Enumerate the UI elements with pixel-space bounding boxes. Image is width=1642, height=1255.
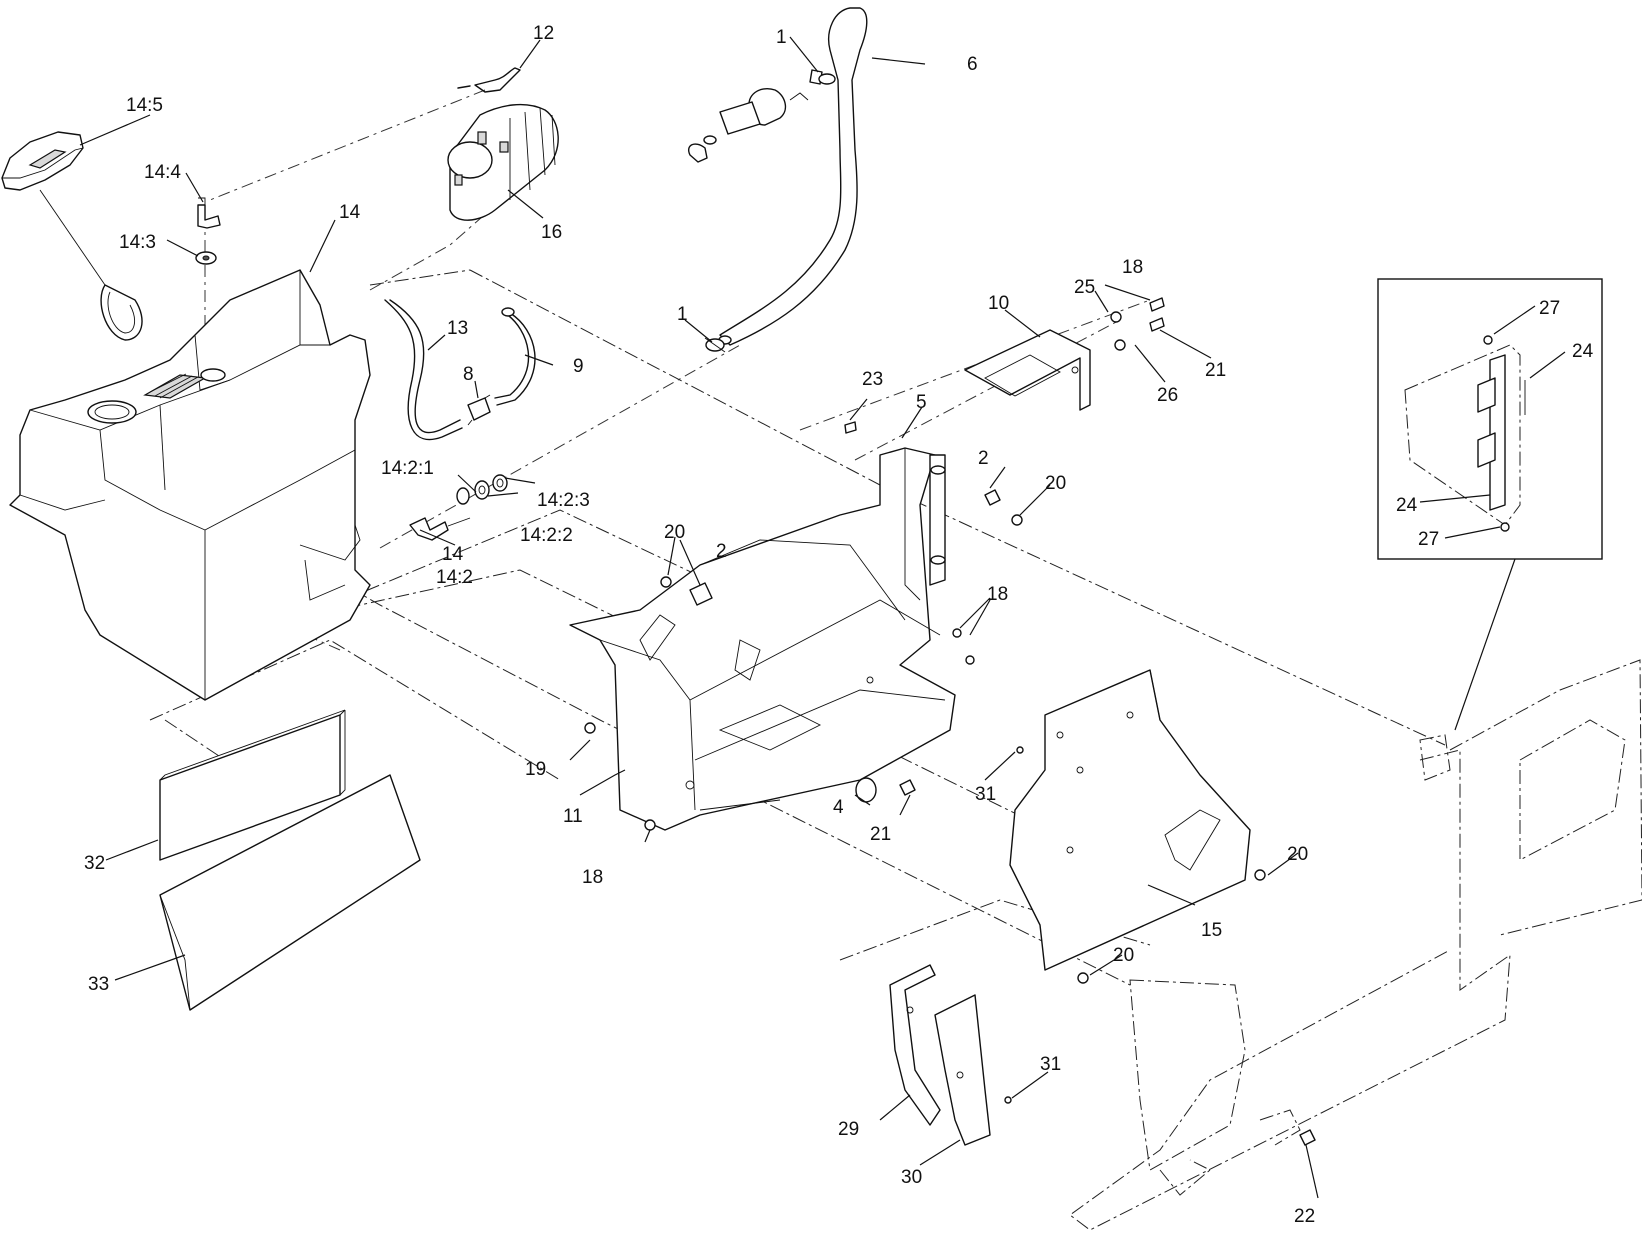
callout-23: 23	[862, 369, 883, 390]
callout-9: 9	[573, 356, 584, 377]
callout-24: 24	[1396, 495, 1418, 516]
callout-20: 20	[1287, 844, 1308, 865]
vent-tubes	[384, 299, 536, 441]
machine-frame	[1069, 659, 1642, 1231]
callout-14-2-2: 14:2:2	[520, 525, 573, 546]
callout-14-4: 14:4	[144, 162, 181, 183]
callout-labels: 1 1 2 2 4 5 6 8 9 10 11 12 13 14 14 14:2…	[84, 23, 1594, 1227]
callout-8: 8	[463, 364, 474, 385]
fuel-cap	[1, 131, 143, 341]
callout-2: 2	[716, 541, 727, 562]
callout-16: 16	[541, 222, 562, 243]
callout-20: 20	[664, 522, 685, 543]
vent-fittings	[195, 197, 221, 265]
callout-14-3: 14:3	[119, 232, 156, 253]
callout-27: 27	[1418, 529, 1439, 550]
fuel-tank	[9, 269, 371, 701]
callout-18: 18	[1122, 257, 1143, 278]
callout-10: 10	[988, 293, 1009, 314]
callout-25: 25	[1074, 277, 1095, 298]
callout-14-5: 14:5	[126, 95, 163, 116]
callout-32: 32	[84, 853, 105, 874]
evap-canister	[447, 67, 559, 221]
callout-13: 13	[447, 318, 468, 339]
callout-33: 33	[88, 974, 109, 995]
callout-30: 30	[901, 1167, 922, 1188]
tank-tray	[569, 447, 956, 831]
callout-27: 27	[1539, 298, 1560, 319]
callout-31: 31	[1040, 1054, 1061, 1075]
insulation-pads	[159, 709, 421, 1011]
callout-14-2: 14:2	[436, 567, 473, 588]
mount-brackets	[889, 964, 991, 1146]
callout-19: 19	[525, 759, 546, 780]
callout-24: 24	[1572, 341, 1594, 362]
leader-lines	[79, 36, 1566, 1199]
callout-11: 11	[563, 806, 583, 827]
callout-22: 22	[1294, 1206, 1315, 1227]
inset-detail	[1377, 278, 1603, 560]
fuel-line	[688, 7, 868, 353]
callout-26: 26	[1157, 385, 1178, 406]
callout-31: 31	[975, 784, 996, 805]
callout-1: 1	[776, 27, 787, 48]
callout-14-2-3: 14:2:3	[537, 490, 590, 511]
callout-21: 21	[1205, 360, 1226, 381]
callout-18: 18	[987, 584, 1008, 605]
callout-18: 18	[582, 867, 603, 888]
callout-2: 2	[978, 448, 989, 469]
fasteners	[584, 297, 1316, 1146]
callout-6: 6	[967, 54, 978, 75]
heat-shield	[1009, 669, 1251, 971]
callout-12: 12	[533, 23, 554, 44]
callout-20: 20	[1045, 473, 1066, 494]
callout-20: 20	[1113, 945, 1134, 966]
callout-21: 21	[870, 824, 891, 845]
callout-29: 29	[838, 1119, 859, 1140]
callout-14-2-1: 14:2:1	[381, 458, 434, 479]
callout-4: 4	[833, 797, 844, 818]
callout-5: 5	[916, 392, 927, 413]
callout-14: 14	[339, 202, 361, 223]
callout-1: 1	[677, 304, 688, 325]
callout-15: 15	[1201, 920, 1222, 941]
callout-14: 14	[442, 544, 464, 565]
canister-bracket	[964, 329, 1091, 411]
fuel-fitting	[409, 474, 508, 541]
